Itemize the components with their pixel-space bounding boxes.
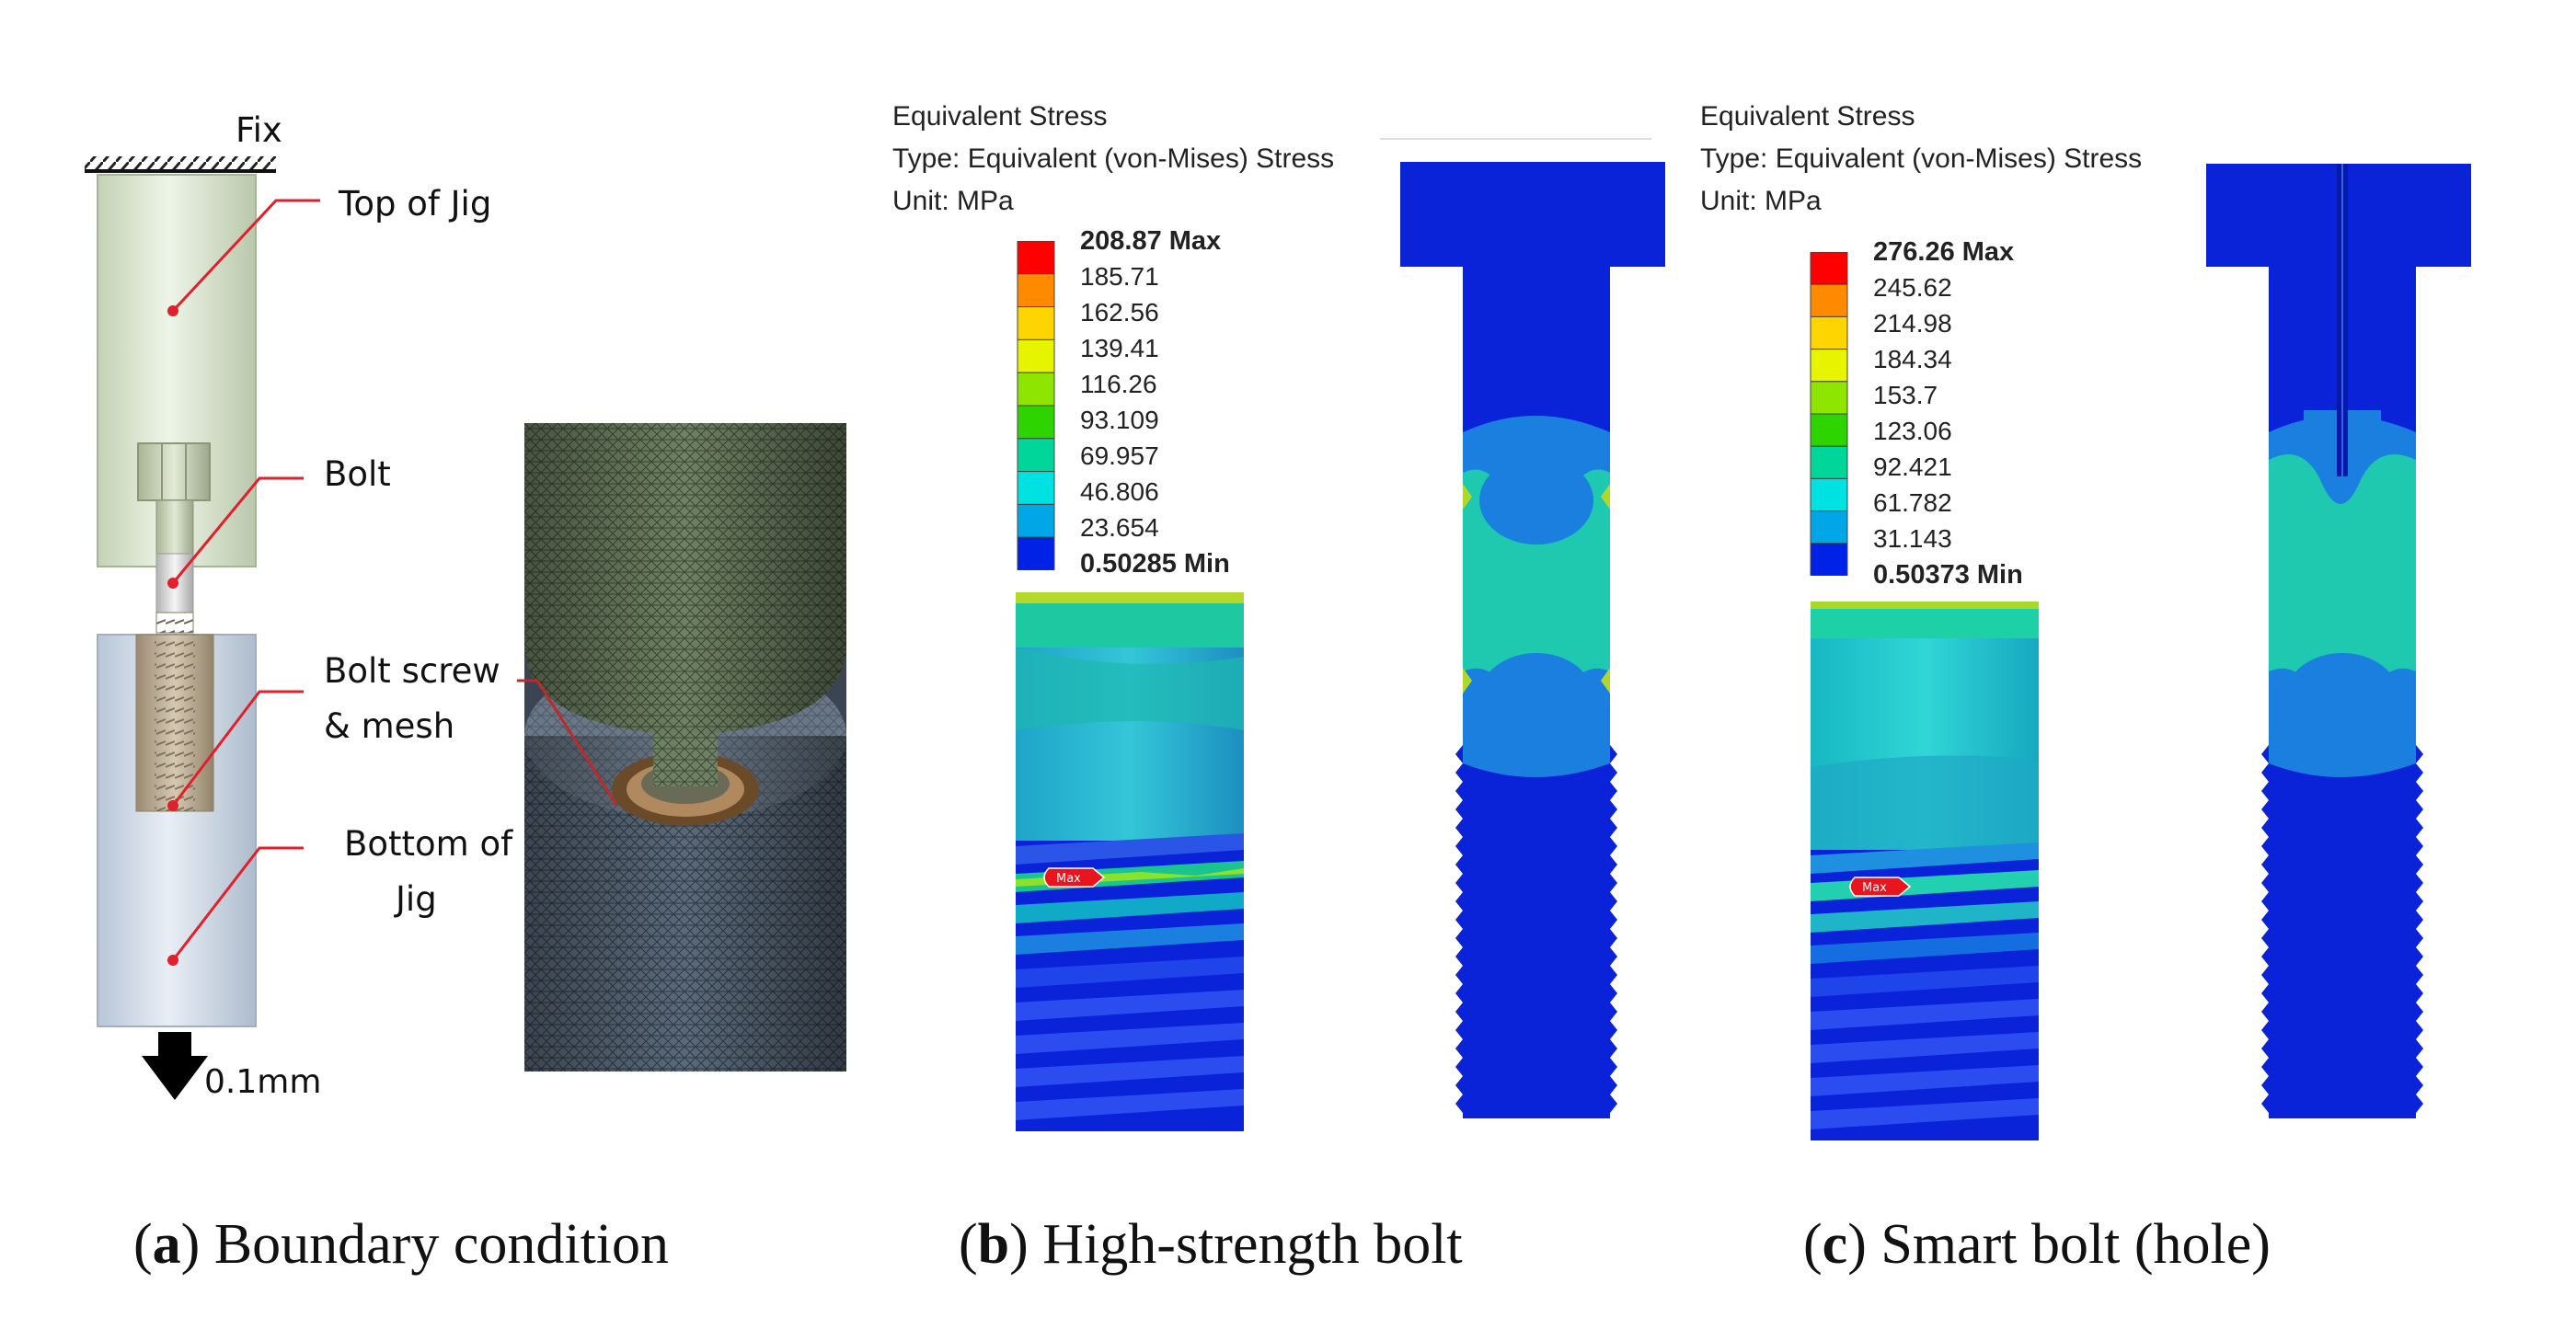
legend-swatch xyxy=(1017,306,1055,340)
legend-tick-c: 92.421 xyxy=(1873,453,1952,481)
leader-dots xyxy=(167,305,178,966)
legend-scale-c xyxy=(1810,252,1848,576)
displacement-arrow-icon xyxy=(142,1032,208,1100)
legend-min-c: 0.50373 Min xyxy=(1873,560,2023,590)
legend-swatch xyxy=(1810,381,1848,415)
mesh-leader-line xyxy=(517,679,618,806)
max-tag-b: Max xyxy=(1043,867,1106,888)
legend-swatch xyxy=(1810,413,1848,447)
legend-swatch xyxy=(1017,338,1055,373)
jig-assembly-drawing xyxy=(85,156,320,1100)
legend-labels-b: 208.87 Max 185.71 162.56 139.41 116.26 9… xyxy=(1080,226,1301,594)
label-bolt: Bolt xyxy=(324,454,391,494)
legend-swatch xyxy=(1017,372,1055,407)
svg-text:Max: Max xyxy=(1056,872,1081,886)
caption-c: (c) Smart bolt (hole) xyxy=(1803,1213,2271,1276)
caption-a: (a) Boundary condition xyxy=(133,1213,670,1276)
legend-swatch xyxy=(1810,477,1848,512)
legend-tick-c: 123.06 xyxy=(1873,417,1952,445)
label-and-mesh: & mesh xyxy=(324,706,455,746)
legend-tick-c: 214.98 xyxy=(1873,309,1952,338)
legend-tick-c: 184.34 xyxy=(1873,345,1952,373)
legend-swatch xyxy=(1017,241,1055,275)
fea-title-b: Equivalent Stress Type: Equivalent (von-… xyxy=(892,101,1335,216)
legend-tick-b: 185.71 xyxy=(1080,262,1159,291)
mesh-closeup-image xyxy=(524,423,846,1072)
bolt-screw-mesh-region xyxy=(135,634,214,812)
caption-b: (b) High-strength bolt xyxy=(959,1213,1463,1276)
legend-swatch xyxy=(1810,543,1848,576)
legend-swatch xyxy=(1810,252,1848,285)
legend-tick-c: 31.143 xyxy=(1873,524,1952,553)
legend-min-b: 0.50285 Min xyxy=(1080,549,1230,579)
legend-swatch xyxy=(1017,471,1055,505)
legend-swatch xyxy=(1017,438,1055,473)
stress-closeup-c: Max xyxy=(1811,602,2039,1140)
legend-max-b: 208.87 Max xyxy=(1080,226,1222,256)
legend-tick-c: 245.62 xyxy=(1873,273,1952,302)
legend-tick-b: 139.41 xyxy=(1080,334,1159,362)
fixed-support-hatch xyxy=(85,156,276,173)
stress-closeup-b: Max xyxy=(1016,592,1244,1131)
thread-bands-c xyxy=(1811,842,2039,1129)
legend-tick-b: 162.56 xyxy=(1080,298,1159,327)
legend-swatch xyxy=(1810,283,1848,317)
legend-scale-b xyxy=(1017,241,1055,570)
legend-swatch xyxy=(1017,536,1055,570)
stress-bolt-c xyxy=(2206,164,2471,1118)
label-fix: Fix xyxy=(236,110,282,150)
svg-text:Max: Max xyxy=(1862,881,1887,895)
legend-tick-c: 153.7 xyxy=(1873,381,1938,409)
label-bolt-screw: Bolt screw xyxy=(324,651,500,691)
legend-tick-c: 61.782 xyxy=(1873,488,1952,517)
max-tag-c: Max xyxy=(1849,877,1912,897)
stress-bolt-b xyxy=(1400,162,1665,1118)
leader-lines xyxy=(171,199,320,961)
legend-max-c: 276.26 Max xyxy=(1873,237,2015,267)
label-jig: Jig xyxy=(396,879,437,919)
label-displacement: 0.1mm xyxy=(204,1063,322,1101)
label-bottom-of: Bottom of xyxy=(344,824,513,864)
label-top-of-jig: Top of Jig xyxy=(339,184,492,223)
legend-swatch xyxy=(1017,503,1055,538)
legend-swatch xyxy=(1810,315,1848,350)
legend-tick-b: 46.806 xyxy=(1080,477,1159,506)
legend-tick-b: 23.654 xyxy=(1080,513,1159,542)
bolt-shape xyxy=(137,442,211,634)
legend-swatch xyxy=(1017,273,1055,308)
legend-swatch xyxy=(1017,405,1055,440)
legend-tick-b: 116.26 xyxy=(1080,370,1157,398)
legend-swatch xyxy=(1810,445,1848,479)
legend-labels-c: 276.26 Max 245.62 214.98 184.34 153.7 12… xyxy=(1873,237,2094,605)
legend-tick-b: 93.109 xyxy=(1080,406,1159,434)
legend-swatch xyxy=(1810,510,1848,544)
legend-tick-b: 69.957 xyxy=(1080,441,1159,470)
divider-b xyxy=(1380,138,1651,140)
fea-title-c: Equivalent Stress Type: Equivalent (von-… xyxy=(1700,101,2143,216)
legend-swatch xyxy=(1810,349,1848,383)
